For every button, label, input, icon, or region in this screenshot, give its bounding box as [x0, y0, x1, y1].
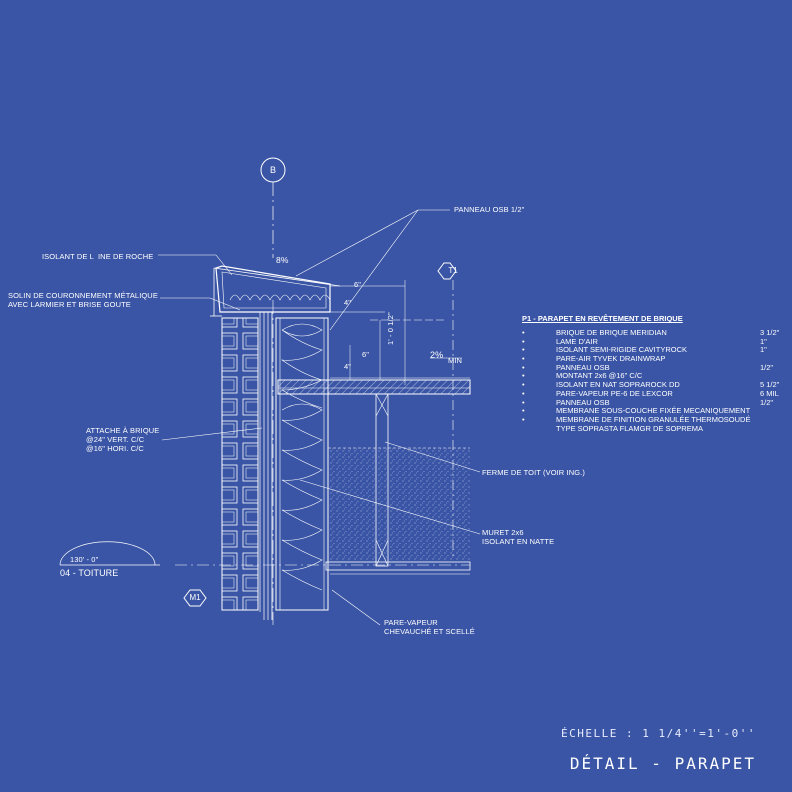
spec-item: •MONTANT 2x6 @16" C/C	[522, 371, 643, 381]
m1-tag-outline	[183, 589, 207, 607]
m1-tag-label: M1	[189, 593, 201, 602]
label-solin: SOLIN DE COURONNEMENT MÉTALIQUE AVEC LAR…	[8, 291, 158, 309]
parapet-cap	[215, 265, 331, 313]
slope-roof-label: 2%	[430, 350, 444, 360]
spec-title: P1 - PARAPET EN REVÊTEMENT DE BRIQUE	[522, 314, 683, 323]
ceiling	[325, 561, 471, 571]
elevation-label: 130' - 0"	[70, 555, 99, 564]
slope-top-label: 8%	[276, 255, 289, 265]
level-name-label: 04 - TOITURE	[60, 568, 119, 578]
batt-insulation-upper	[280, 323, 323, 409]
t1-tag-outline	[437, 262, 457, 280]
dim-6a: 6"	[354, 280, 362, 289]
spec-item: •PARE-AIR TYVEK DRAINWRAP	[522, 354, 666, 364]
brick-wall	[221, 317, 259, 611]
label-pare-vapeur: PARE-VAPEUR CHEVAUCHÉ ET SCELLÉ	[384, 618, 475, 636]
label-ferme: FERME DE TOIT (VOIR ING.)	[482, 468, 585, 477]
slope-min-label: MIN	[448, 356, 463, 365]
dim-4: 4"	[344, 298, 352, 307]
dim-6b: 6"	[362, 350, 370, 359]
roof-deck	[277, 379, 471, 395]
dim-height: 1' - 0 1/2"	[386, 312, 395, 345]
stud-wall	[275, 317, 329, 611]
label-isolant-laine: ISOLANT DE L INE DE ROCHE	[42, 252, 154, 261]
dim-4b: 4"	[344, 362, 352, 371]
spec-item: •MEMBRANE SOUS-COUCHE FIXÉE MECANIQUEMEN…	[522, 406, 751, 416]
blown-insulation	[328, 448, 470, 560]
label-muret: MURET 2x6 ISOLANT EN NATTE	[482, 528, 555, 546]
grid-bubble-label: B	[269, 165, 276, 175]
scale-label: ÉCHELLE : 1 1/4''=1'-0''	[561, 727, 756, 740]
spec-item: •MEMBRANE DE FINITION GRANULÉE THERMOSOU…	[522, 414, 751, 424]
spec-item: TYPE SOPRASTA FLAMGR DE SOPREMA	[556, 423, 703, 433]
spec-block: P1 - PARAPET EN REVÊTEMENT DE BRIQUE •BR…	[522, 314, 780, 433]
label-attache: ATTACHE À BRIQUE @24" VERT. C/C @16" HOR…	[86, 426, 160, 453]
label-panneau-osb: PANNEAU OSB 1/2"	[454, 205, 525, 214]
t1-tag-label: T1	[448, 266, 458, 275]
batt-insulation-lower	[281, 403, 323, 591]
drawing-title: DÉTAIL - PARAPET	[569, 754, 756, 773]
